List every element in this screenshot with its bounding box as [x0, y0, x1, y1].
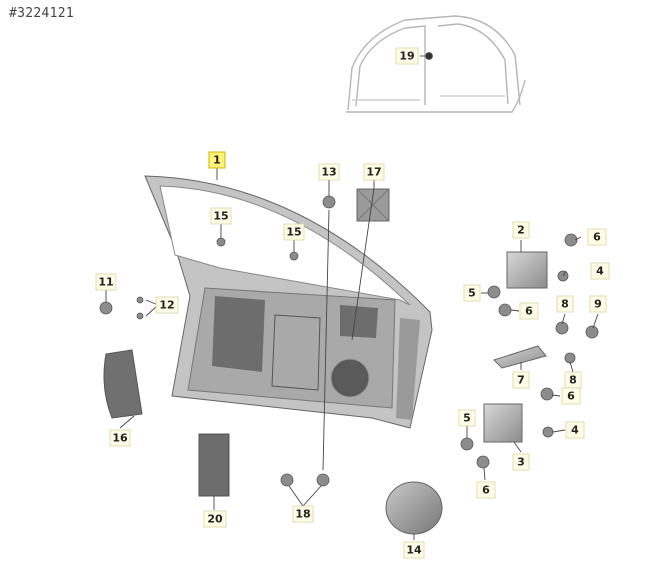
- callout-7: 7: [512, 371, 530, 389]
- sound-insulation-part: [198, 433, 230, 497]
- callout-12: 12: [155, 296, 179, 314]
- callout-8-upper: 8: [556, 295, 574, 313]
- vehicle-body-outline: [346, 15, 526, 113]
- svg-text:5: 5: [463, 412, 471, 425]
- upper-hinge-part: [506, 251, 548, 289]
- svg-text:5: 5: [468, 287, 476, 300]
- callout-6-lower-right: 6: [561, 387, 581, 405]
- lower-hinge-part: [483, 403, 523, 443]
- svg-text:8: 8: [569, 374, 577, 387]
- svg-text:9: 9: [594, 298, 602, 311]
- svg-text:18: 18: [295, 508, 310, 521]
- svg-text:13: 13: [321, 166, 336, 179]
- callout-11: 11: [95, 273, 117, 291]
- callout-8-lower: 8: [564, 371, 582, 389]
- callout-4-upper: 4: [590, 262, 610, 280]
- speaker-cover-part: [385, 481, 443, 535]
- svg-text:2: 2: [517, 224, 525, 237]
- callout-4-lower: 4: [565, 421, 585, 439]
- svg-text:11: 11: [98, 276, 113, 289]
- callout-16: 16: [109, 429, 131, 447]
- callout-2: 2: [512, 221, 530, 239]
- callout-15-left: 15: [210, 207, 232, 225]
- callout-14: 14: [403, 541, 425, 559]
- svg-text:6: 6: [525, 305, 533, 318]
- door-check-strap-part: [493, 345, 547, 369]
- leader-lines: [105, 55, 599, 540]
- svg-text:12: 12: [159, 299, 174, 312]
- svg-text:19: 19: [399, 50, 414, 63]
- svg-text:6: 6: [482, 484, 490, 497]
- svg-text:16: 16: [112, 432, 128, 445]
- svg-text:4: 4: [571, 424, 579, 437]
- callout-6-upper: 6: [587, 228, 607, 246]
- callout-18: 18: [292, 505, 314, 523]
- svg-text:4: 4: [596, 265, 604, 278]
- callout-19: 19: [395, 47, 419, 65]
- svg-text:6: 6: [593, 231, 601, 244]
- callout-13: 13: [318, 163, 340, 181]
- svg-text:6: 6: [567, 390, 575, 403]
- svg-text:3: 3: [517, 456, 525, 469]
- svg-text:8: 8: [561, 298, 569, 311]
- svg-text:7: 7: [517, 374, 525, 387]
- svg-text:1: 1: [213, 154, 221, 167]
- callout-1: 1: [208, 151, 226, 169]
- svg-text:15: 15: [213, 210, 228, 223]
- svg-text:17: 17: [366, 166, 381, 179]
- fasteners: [99, 52, 599, 487]
- reference-id: #3224121: [9, 6, 75, 21]
- callout-5-upper: 5: [463, 284, 481, 302]
- interior-trim-cover-part: [103, 349, 143, 419]
- callout-6-middle: 6: [519, 302, 539, 320]
- callout-17: 17: [363, 163, 385, 181]
- callout-9: 9: [589, 295, 607, 313]
- svg-text:20: 20: [207, 513, 223, 526]
- callout-6-bottom: 6: [476, 481, 496, 499]
- svg-text:15: 15: [286, 226, 301, 239]
- callout-20: 20: [203, 510, 227, 528]
- callout-5-lower: 5: [458, 409, 476, 427]
- callout-15-right: 15: [283, 223, 305, 241]
- svg-text:14: 14: [406, 544, 422, 557]
- callout-3: 3: [512, 453, 530, 471]
